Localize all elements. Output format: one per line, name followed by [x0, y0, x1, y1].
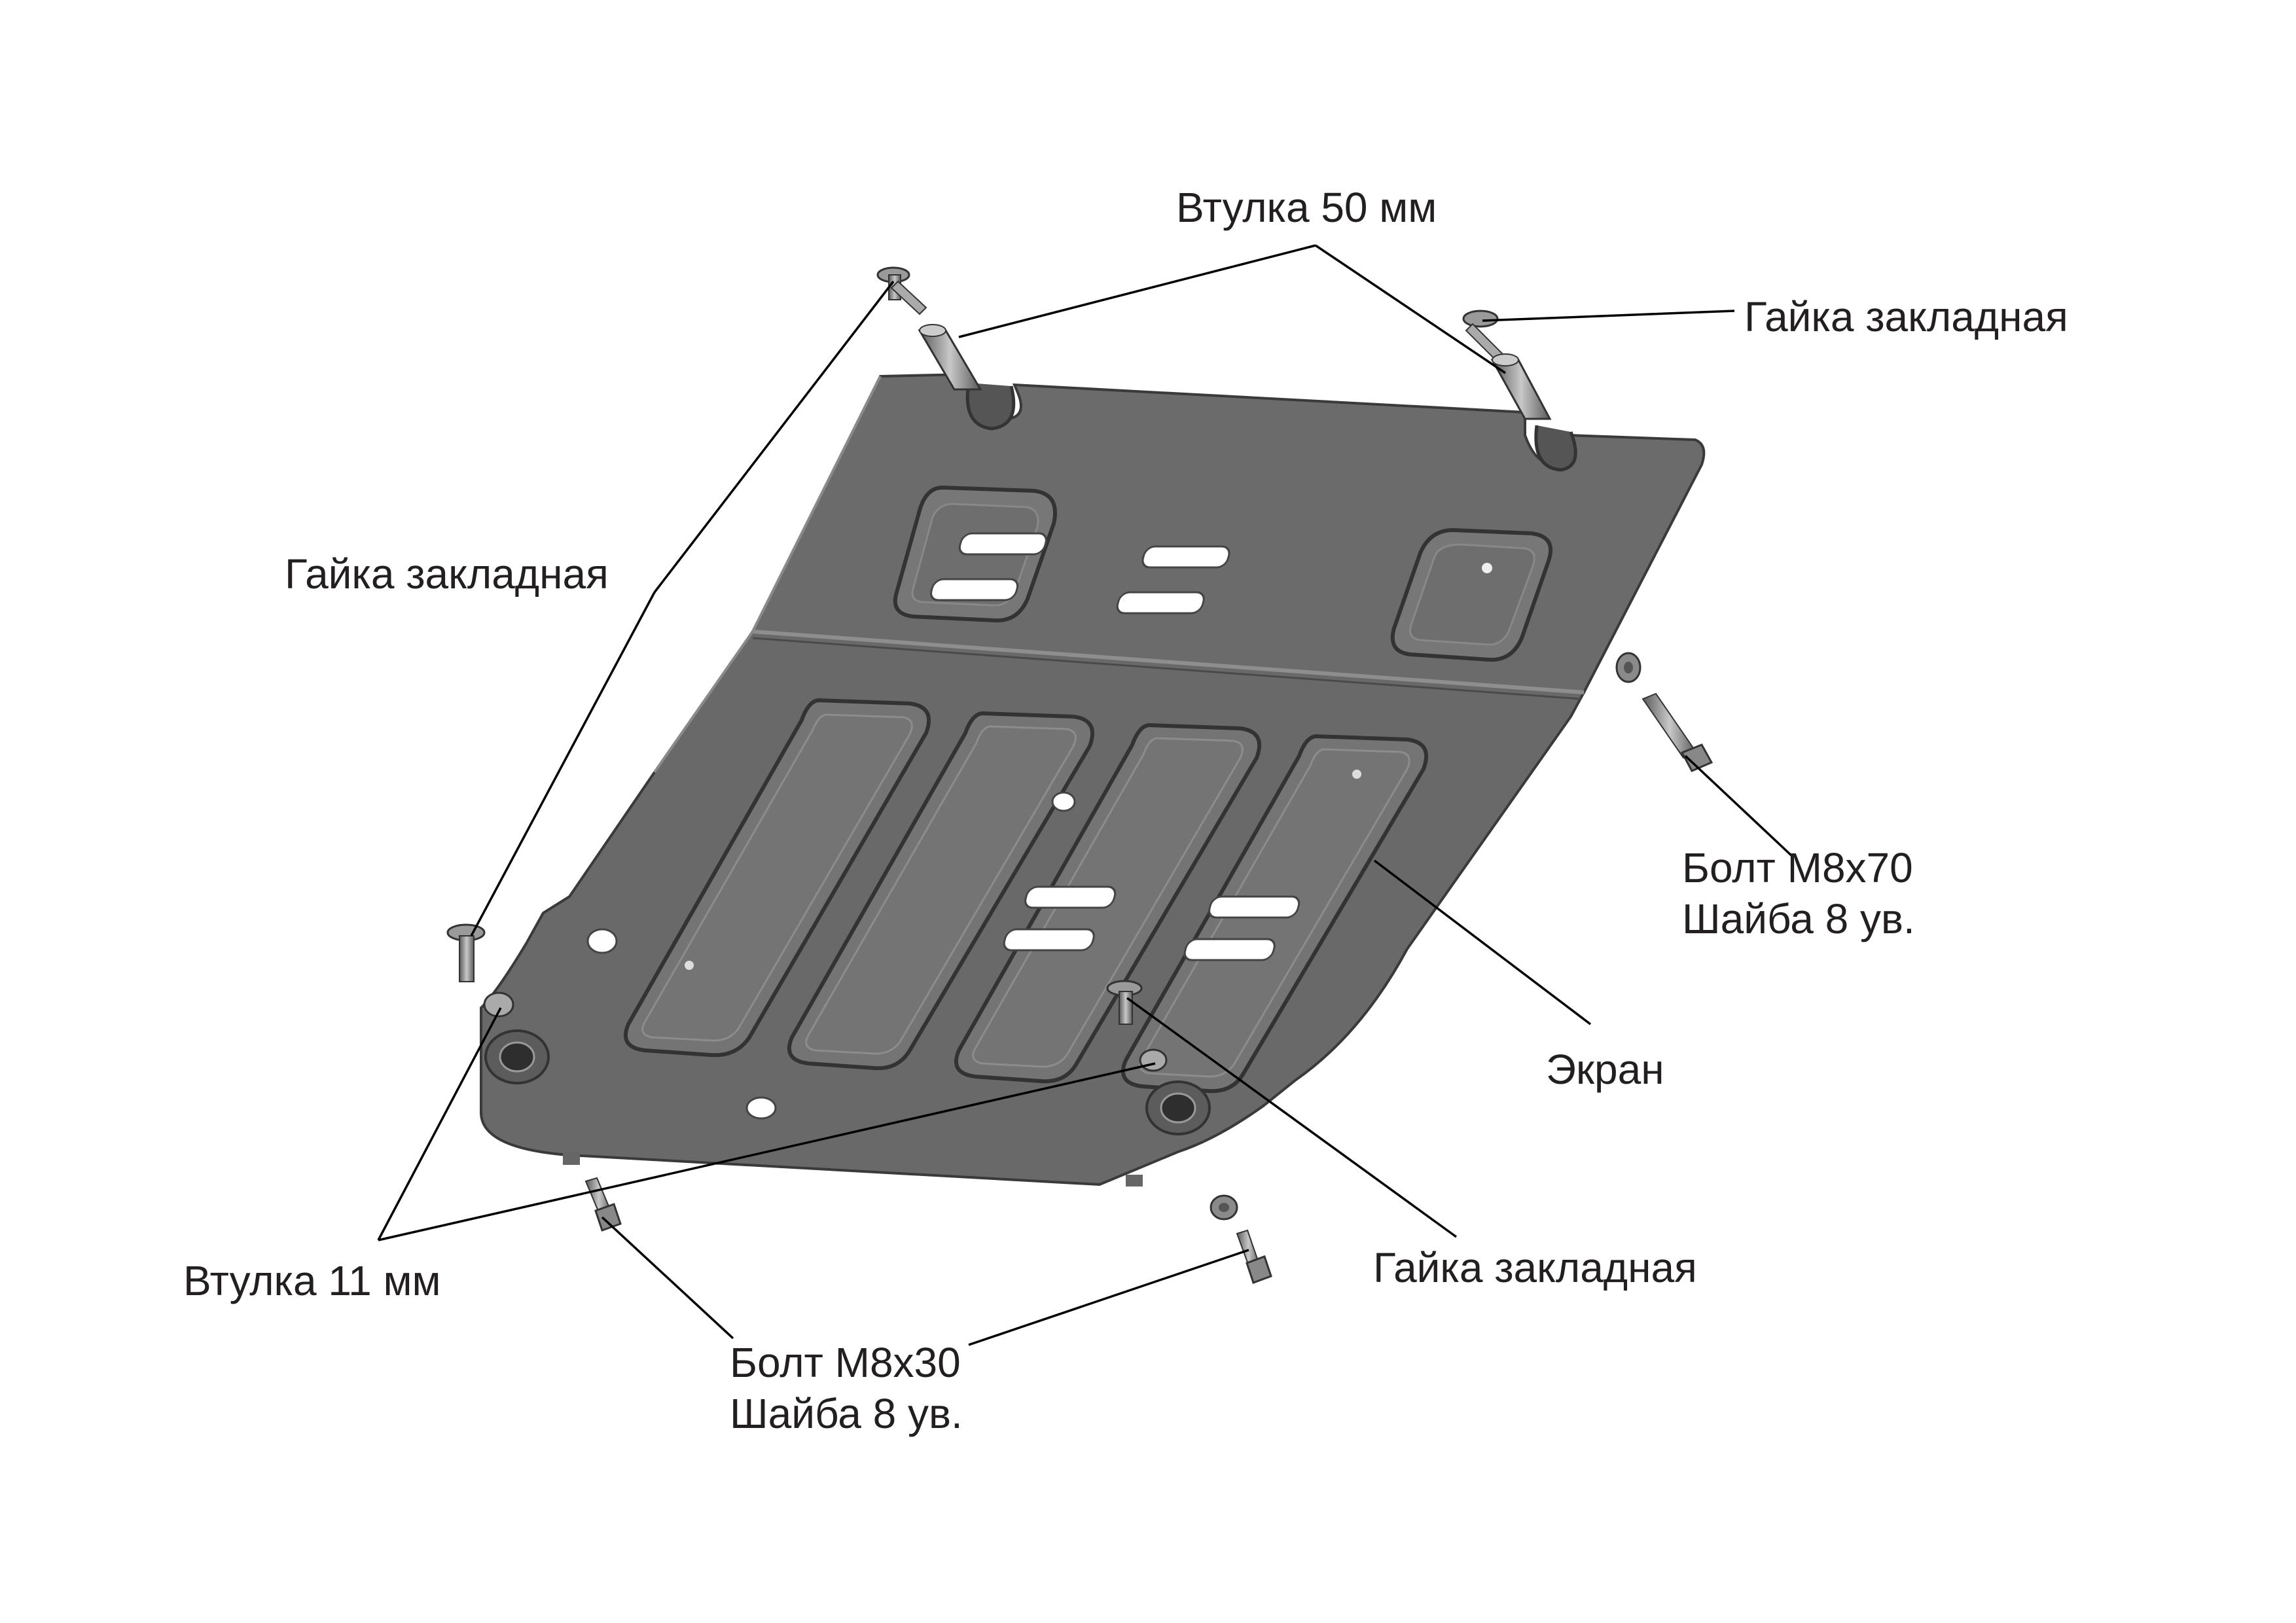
label-insert-nut-left: Гайка закладная [285, 550, 609, 597]
washer-right [1615, 652, 1641, 683]
washer-bottom [1210, 1194, 1238, 1221]
label-bolt-m8x70-line1: Болт М8х70 [1682, 844, 1913, 891]
mount-hole-right [1145, 1080, 1211, 1135]
bushing-11-left [483, 991, 514, 1018]
label-insert-nut-bottom: Гайка закладная [1373, 1244, 1697, 1291]
label-washer-right: Шайба 8 ув. [1682, 895, 1915, 942]
label-washer-bottom: Шайба 8 ув. [730, 1390, 963, 1437]
bushing-50-right [1490, 353, 1552, 420]
screen-plate [480, 372, 1706, 1186]
label-bushing-11: Втулка 11 мм [183, 1257, 441, 1304]
label-insert-nut-top-right: Гайка закладная [1744, 293, 2068, 340]
bolt-m8x70 [1641, 692, 1713, 772]
bushing-11-center [1139, 1048, 1168, 1072]
label-screen: Экран [1546, 1046, 1664, 1093]
leader-lines [377, 244, 1795, 1346]
label-bushing-50: Втулка 50 мм [1176, 184, 1437, 231]
insert-nut-left [446, 923, 486, 982]
insert-nut-top-left [876, 266, 927, 315]
label-bolt-m8x30-line1: Болт М8х30 [730, 1339, 961, 1386]
lower-window-1 [624, 698, 931, 1058]
label-bolt-m8x30: Болт М8х30 Шайба 8 ув. [730, 1337, 963, 1439]
bolt-m8x30-left [584, 1177, 622, 1232]
lower-window-2 [787, 711, 1094, 1071]
label-bolt-m8x70: Болт М8х70 Шайба 8 ув. [1682, 842, 1915, 944]
bushing-50-left [918, 324, 982, 391]
mount-hole-left [484, 1029, 550, 1084]
insert-nut-top-right [1462, 310, 1507, 365]
bolt-m8x30-right [1236, 1229, 1272, 1284]
